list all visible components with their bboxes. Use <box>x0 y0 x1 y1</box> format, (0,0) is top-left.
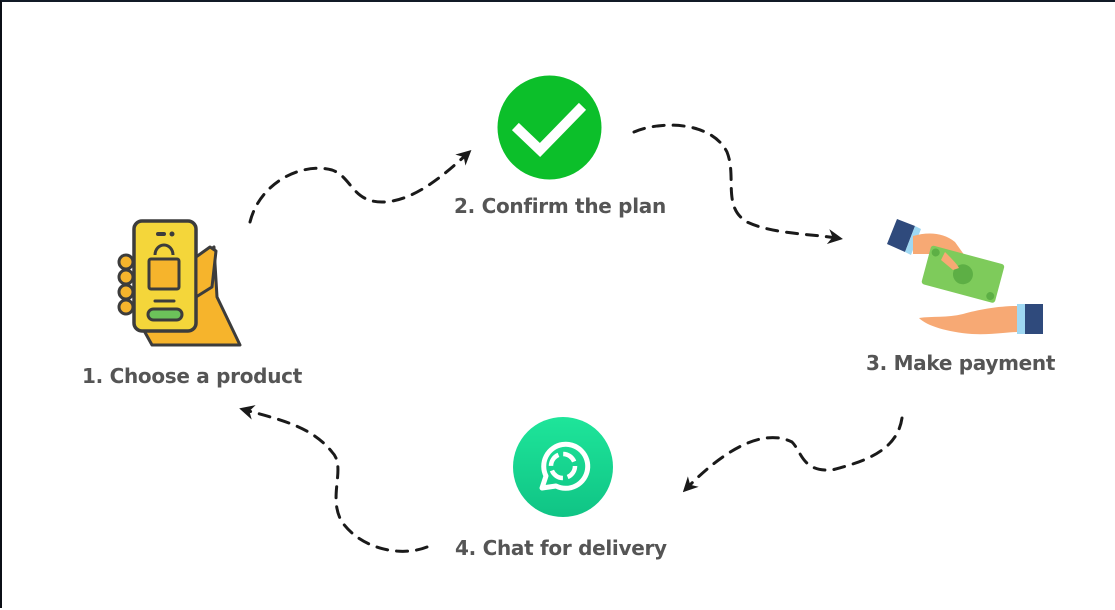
checkmark-circle-icon <box>497 75 602 180</box>
step-1-label: 1. Choose a product <box>82 364 302 388</box>
arrow-1-to-2 <box>248 149 472 224</box>
arrow-2-to-3 <box>632 123 843 244</box>
step-4-label: 4. Chat for delivery <box>455 536 667 560</box>
arrow-4-to-1 <box>239 405 429 553</box>
hands-cash-payment-icon <box>887 219 1043 335</box>
chat-bubble-icon <box>513 417 613 517</box>
step-3-label: 3. Make payment <box>866 351 1056 375</box>
phone-shopping-bag-icon <box>117 219 242 347</box>
arrow-3-to-4 <box>682 416 904 493</box>
step-2-label: 2. Confirm the plan <box>454 194 666 218</box>
